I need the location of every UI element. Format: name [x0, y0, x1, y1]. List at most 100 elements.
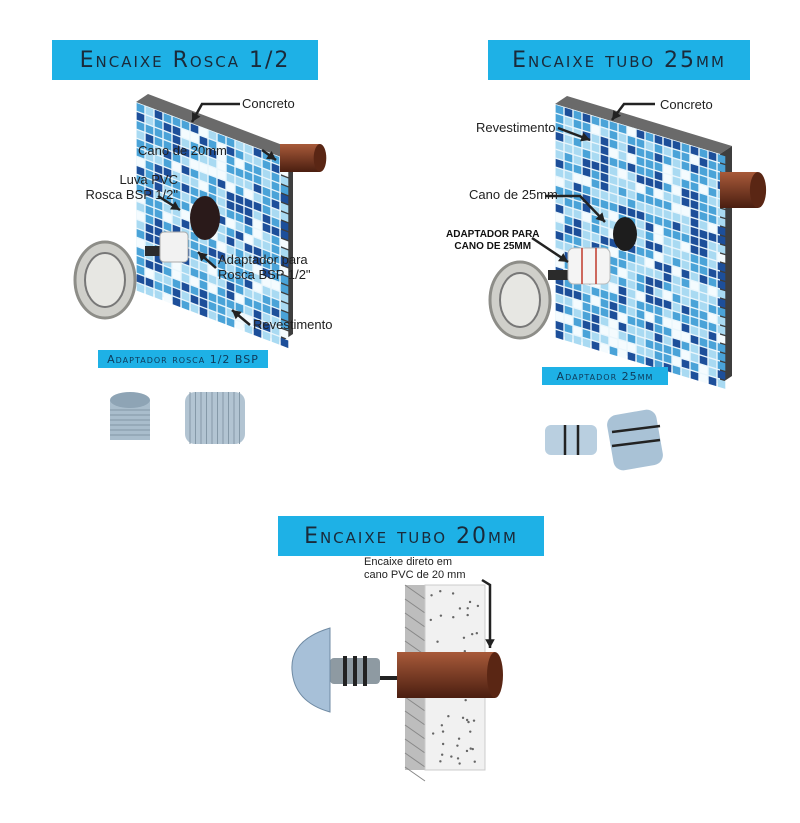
tile [681, 314, 690, 324]
label-cano-25mm: Cano de 25mm [469, 187, 558, 202]
arrow-encaixe-head [485, 639, 495, 648]
tile [555, 185, 564, 196]
tile [253, 246, 262, 257]
tile [235, 176, 244, 187]
tile [645, 330, 654, 341]
tile [262, 321, 271, 333]
tile [663, 263, 672, 274]
tile [163, 275, 172, 286]
tile [681, 197, 690, 207]
aggregate [451, 592, 455, 595]
tile [208, 247, 217, 258]
tile [564, 197, 573, 208]
tile [271, 262, 280, 273]
tile [235, 284, 244, 295]
luva-pvc-hole [190, 196, 220, 240]
tile [555, 140, 564, 151]
tile [564, 152, 573, 163]
tile [645, 249, 654, 260]
tile [636, 318, 645, 329]
pipe-20mm-section [397, 652, 495, 698]
tile [136, 264, 145, 276]
tile [262, 330, 271, 342]
tile [145, 268, 154, 279]
aggregate [462, 636, 466, 639]
tile [681, 368, 690, 378]
tile [645, 294, 654, 305]
tile [253, 282, 262, 293]
tile [717, 244, 726, 254]
tile [217, 250, 226, 262]
tile [199, 180, 208, 192]
label-encaixe-line2: cano PVC de 20 mm [364, 569, 466, 581]
tile [217, 232, 226, 244]
tile [145, 178, 154, 189]
tile [199, 144, 208, 156]
tile [271, 325, 280, 336]
tile [672, 221, 681, 232]
tile [154, 118, 163, 130]
tile [627, 324, 636, 335]
tile [618, 322, 627, 332]
tile [690, 271, 699, 282]
tile [627, 297, 636, 308]
tile [244, 143, 253, 155]
tile [555, 176, 564, 187]
tile [708, 151, 717, 162]
tile [253, 237, 262, 248]
tile [172, 287, 181, 299]
tile [555, 311, 564, 322]
tile [136, 282, 145, 294]
tile [654, 314, 663, 325]
tile [253, 210, 262, 221]
tile [609, 193, 618, 204]
hatch [404, 598, 426, 614]
tile [235, 320, 244, 331]
tile [663, 182, 672, 193]
tile [582, 230, 591, 240]
tile [244, 260, 253, 272]
tile [690, 226, 699, 237]
tile [190, 141, 199, 152]
tile [217, 304, 226, 316]
tile [645, 141, 654, 152]
tile [708, 277, 717, 288]
tile [681, 341, 690, 351]
caption-adaptador-25: Adaptador 25mm [542, 367, 668, 385]
tile [654, 269, 663, 280]
aggregate [475, 632, 479, 635]
tile [645, 357, 654, 368]
tile [199, 270, 208, 282]
tile [663, 326, 672, 337]
tile [163, 149, 172, 160]
tile [582, 320, 591, 330]
tile [555, 320, 564, 331]
tile [672, 284, 681, 295]
tile [645, 168, 654, 179]
tile [681, 350, 690, 360]
tile [645, 177, 654, 188]
tile [618, 277, 627, 287]
tile [699, 175, 708, 186]
tile [163, 140, 172, 151]
tile [190, 240, 199, 251]
tile [609, 148, 618, 159]
tile [226, 299, 235, 310]
tile [145, 151, 154, 162]
tile [217, 313, 226, 325]
tile [253, 219, 262, 230]
tile [145, 277, 154, 288]
tile [199, 261, 208, 273]
tile [582, 176, 591, 186]
tile [708, 250, 717, 261]
tile [154, 145, 163, 157]
tile [717, 154, 726, 164]
tile [690, 262, 699, 273]
tile [555, 149, 564, 160]
tile [636, 300, 645, 311]
tile [163, 185, 172, 196]
aggregate [467, 720, 470, 724]
tile [636, 291, 645, 302]
tile [699, 373, 708, 384]
tile [654, 233, 663, 244]
